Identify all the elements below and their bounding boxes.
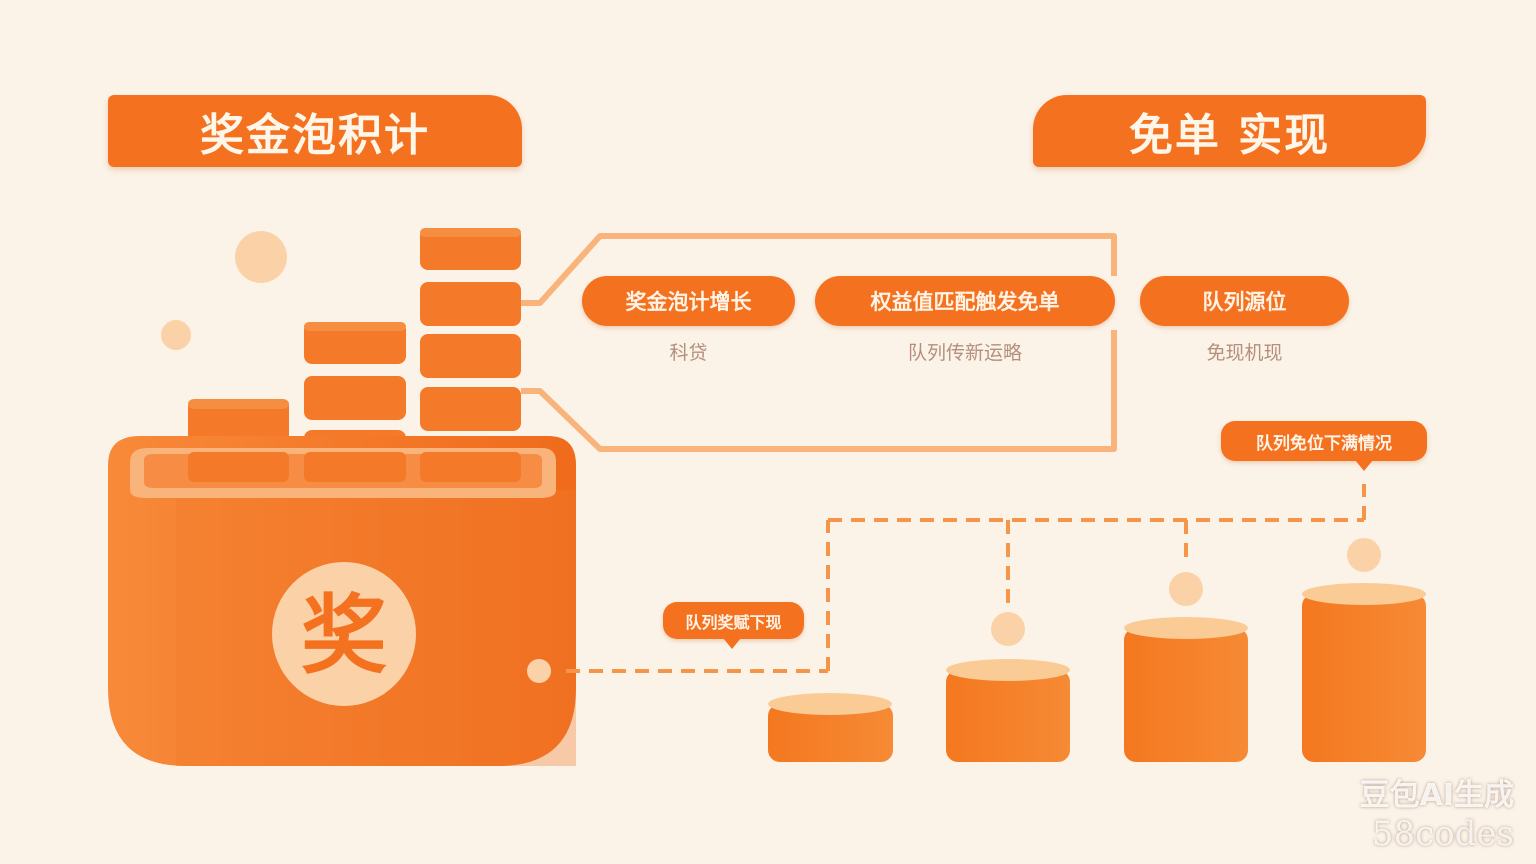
queue-dot-3 bbox=[1169, 572, 1203, 606]
queue-dot-2 bbox=[991, 612, 1025, 646]
bubble-large bbox=[235, 231, 287, 283]
watermark: 豆包AI生成 58codes bbox=[1360, 770, 1514, 854]
watermark-line1: 豆包AI生成 bbox=[1359, 778, 1514, 813]
step-sub-1: 科贷 bbox=[669, 342, 708, 364]
coin-stack-short bbox=[188, 399, 289, 443]
callout-pot-link-text: 队列奖赋下现 bbox=[685, 612, 782, 632]
step-pill-3: 队列源位 bbox=[1140, 276, 1349, 326]
watermark-line2: 58codes bbox=[1371, 814, 1514, 854]
connector-bracket bbox=[521, 233, 1117, 452]
queue-dashed-lines bbox=[566, 484, 1366, 673]
queue-cylinder-1 bbox=[768, 693, 893, 762]
queue-cylinder-4 bbox=[1302, 583, 1426, 762]
callout-pot-link: 队列奖赋下现 bbox=[663, 602, 804, 649]
step-sub-3: 免现机现 bbox=[1206, 342, 1283, 364]
queue-cylinder-2 bbox=[946, 659, 1070, 762]
step-sub-2: 队列传新运略 bbox=[907, 342, 1022, 364]
queue-cylinder-3 bbox=[1124, 617, 1248, 762]
header-banner-left: 奖金泡积计 bbox=[108, 95, 522, 167]
coin-stack-tall bbox=[420, 228, 521, 468]
queue-dot-4 bbox=[1347, 538, 1381, 572]
header-banner-right: 免单 实现 bbox=[1033, 95, 1426, 167]
pot-label: 奖 bbox=[301, 586, 387, 686]
step-pill-2: 权益值匹配触发免单 bbox=[815, 276, 1115, 326]
step-pill-1: 奖金泡计增长 bbox=[582, 276, 795, 326]
callout-queue-drop-text: 队列免位下满情况 bbox=[1256, 433, 1392, 454]
bubble-small bbox=[161, 320, 191, 350]
prize-pot bbox=[108, 436, 576, 766]
callout-queue-drop: 队列免位下满情况 bbox=[1221, 421, 1427, 471]
pot-link-dot bbox=[527, 659, 551, 683]
